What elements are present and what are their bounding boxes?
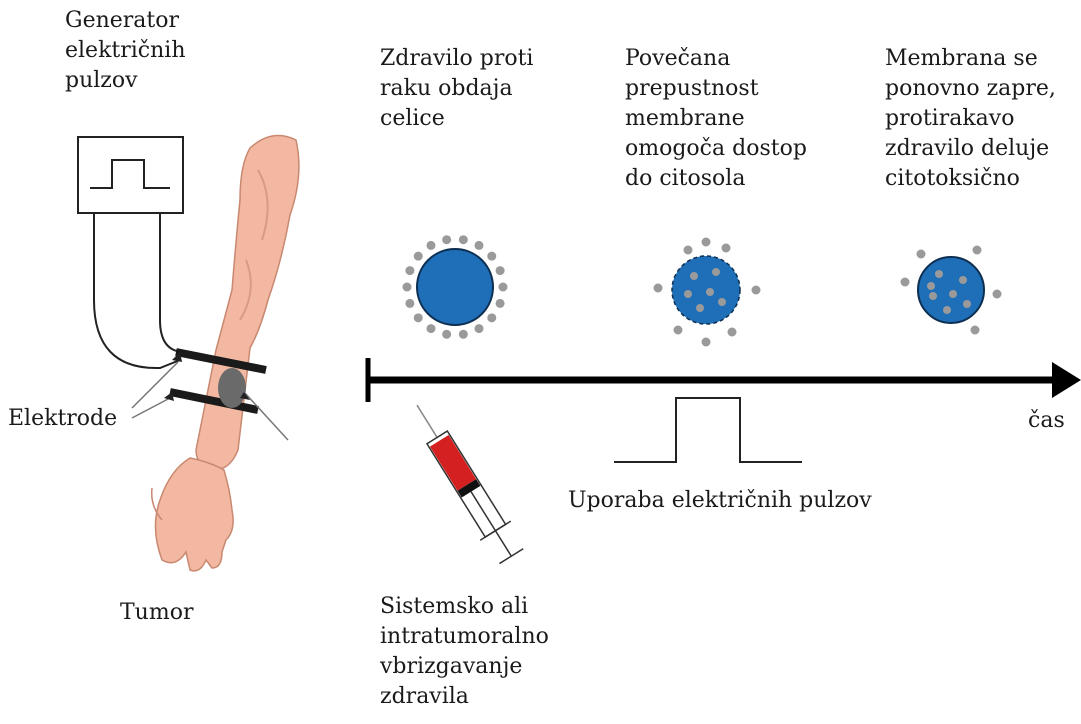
- drug-particle: [963, 300, 971, 308]
- drug-particle: [427, 241, 436, 250]
- drug-particle: [442, 330, 451, 339]
- drug-particle: [696, 304, 704, 312]
- drug-particle: [684, 290, 692, 298]
- drug-particle: [405, 299, 414, 308]
- time-label: čas: [1028, 406, 1065, 436]
- drug-particle: [971, 326, 980, 335]
- drug-particle: [459, 235, 468, 244]
- drug-particle: [674, 326, 683, 335]
- drug-particle: [901, 278, 910, 287]
- syringe: [402, 396, 527, 566]
- drug-particle: [712, 268, 720, 276]
- drug-particle: [414, 252, 423, 261]
- drug-particle: [943, 306, 951, 314]
- drug-particle: [499, 283, 508, 292]
- drug-particle: [487, 313, 496, 322]
- drug-particle: [702, 238, 711, 247]
- electrodes-label: Elektrode: [8, 404, 117, 434]
- drug-particle: [654, 284, 663, 293]
- pulses-label: Uporaba električnih pulzov: [568, 486, 872, 516]
- drug-particle: [684, 246, 693, 255]
- drug-particle: [496, 299, 505, 308]
- pulse-generator: [78, 137, 183, 213]
- drug-particle: [722, 244, 731, 253]
- drug-particle: [459, 330, 468, 339]
- drug-particle: [917, 250, 926, 259]
- stage2-label: Povečana prepustnost membrane omogoča do…: [625, 44, 807, 194]
- drug-particle: [706, 288, 714, 296]
- drug-particle: [993, 290, 1002, 299]
- drug-particle: [475, 324, 484, 333]
- drug-particle: [496, 266, 505, 275]
- drug-particle: [959, 276, 967, 284]
- drug-particle: [949, 290, 957, 298]
- generator-label: Generator električnih pulzov: [65, 6, 186, 96]
- drug-particle: [414, 313, 423, 322]
- tumor-label: Tumor: [120, 598, 193, 628]
- drug-particle: [427, 324, 436, 333]
- electric-pulse-waveform: [614, 398, 802, 462]
- drug-particle: [752, 286, 761, 295]
- drug-particle: [487, 252, 496, 261]
- drug-particle: [935, 270, 943, 278]
- drug-particle: [973, 246, 982, 255]
- cell-drug-surrounding: [403, 235, 508, 339]
- drug-particle: [702, 338, 711, 347]
- drug-particle: [718, 298, 726, 306]
- cell-resealed: [901, 246, 1002, 335]
- drug-particle: [405, 266, 414, 275]
- drug-particle: [475, 241, 484, 250]
- drug-particle: [728, 328, 737, 337]
- stage1-label: Zdravilo proti raku obdaja celice: [380, 44, 533, 134]
- drug-particle: [690, 272, 698, 280]
- injection-label: Sistemsko ali intratumoralno vbrizgavanj…: [380, 592, 549, 712]
- drug-particle: [403, 283, 412, 292]
- tumor-mass: [218, 368, 246, 408]
- drug-particle: [442, 235, 451, 244]
- stage3-label: Membrana se ponovno zapre, protirakavo z…: [885, 44, 1056, 194]
- cell-permeabilized: [654, 238, 761, 347]
- time-axis: [366, 358, 1081, 402]
- drug-particle: [927, 282, 935, 290]
- drug-particle: [929, 292, 937, 300]
- generator-wire-2: [160, 213, 182, 352]
